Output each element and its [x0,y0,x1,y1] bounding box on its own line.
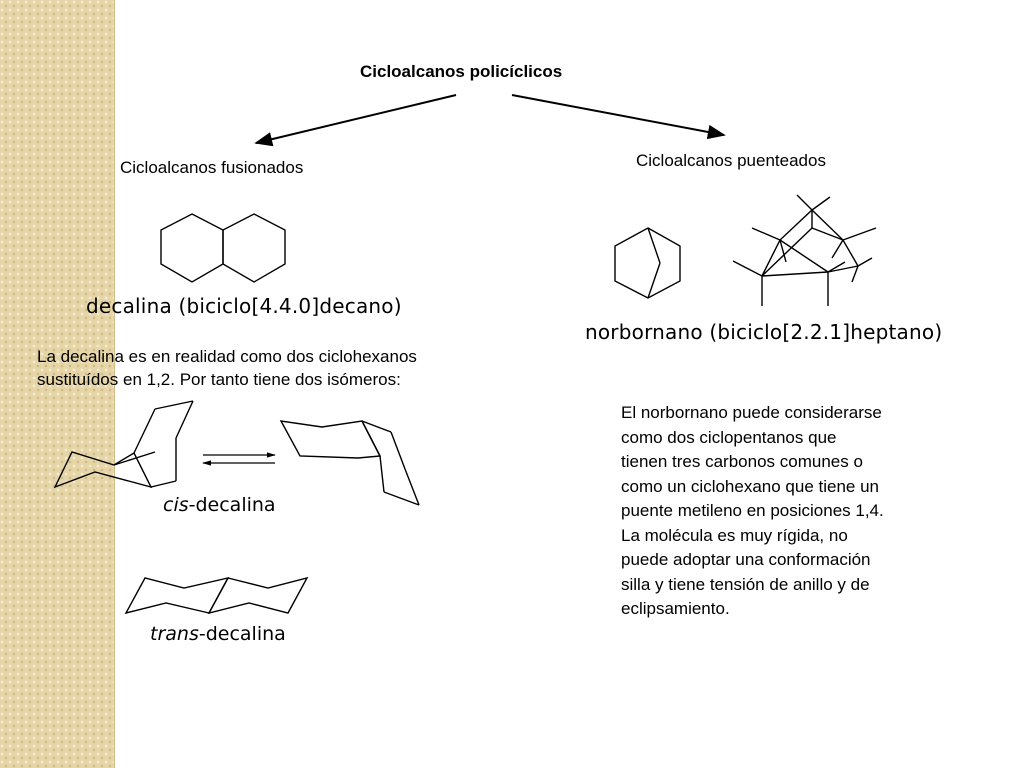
decalin-description-line: La decalina es en realidad como dos cicl… [37,347,417,366]
equilibrium-arrows [202,452,276,466]
norbornane-name: norbornano (biciclo[2.2.1]heptano) [585,320,943,344]
norbornane-description-line: puede adoptar una conformación [621,550,871,569]
decalin-structure [160,213,286,283]
norbornane-description: El norbornano puede considerarse como do… [621,401,884,622]
cis-decalin-left-conformer [53,400,194,489]
trans-decalin-label: trans-decalina [150,623,286,645]
trans-suffix: -decalina [198,623,286,645]
norbornane-description-line: como dos ciclopentanos que [621,427,837,447]
cis-prefix: cis [163,494,189,516]
cis-decalin-label: cis-decalina [163,494,276,516]
norbornane-description-line: La molécula es muy rígida, no [621,525,848,545]
norbornane-description-line: silla y tiene tensión de anillo y de [621,574,870,594]
norbornane-description-line: tienen tres carbonos comunes o [621,452,863,471]
decalin-description: La decalina es en realidad como dos cicl… [37,345,417,391]
bridged-branch-label: Cicloalcanos puenteados [636,151,826,170]
cis-decalin-right-conformer [279,420,420,506]
page-title: Cicloalcanos policíclicos [360,62,563,81]
decorative-sidebar [0,0,115,768]
norbornane-description-line: eclipsamiento. [621,599,730,618]
decalin-description-line: sustituídos en 1,2. Por tanto tiene dos … [37,370,401,389]
trans-decalin-structure [124,576,309,615]
norbornane-description-line: El norbornano puede considerarse [621,403,882,422]
cis-suffix: -decalina [188,494,276,516]
norbornane-flat-structure [614,227,681,299]
trans-prefix: trans [150,623,199,645]
norbornane-description-line: puente metileno en posiciones 1,4. [621,501,884,520]
arrow-to-fused [254,94,457,147]
fused-branch-label: Cicloalcanos fusionados [120,158,304,177]
norbornane-description-line: como un ciclohexano que tiene un [621,476,880,496]
arrow-to-bridged [511,94,726,140]
norbornane-3d-structure [732,194,877,306]
decalin-name: decalina (biciclo[4.4.0]decano) [86,294,402,318]
